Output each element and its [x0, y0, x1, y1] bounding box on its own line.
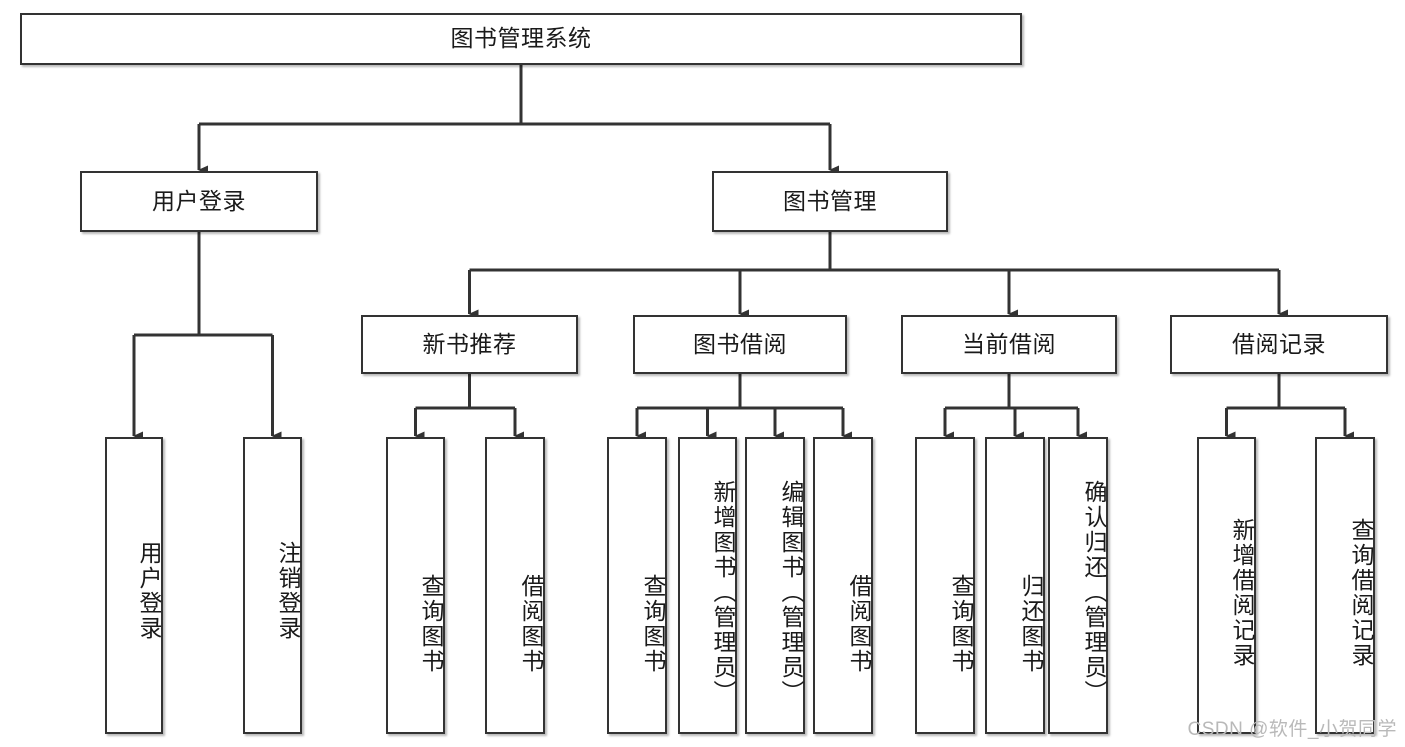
node-label: 新书推荐 — [422, 330, 517, 357]
node-label: 借阅图书 — [846, 573, 872, 674]
node-root[interactable]: 图书管理系统 — [20, 13, 1022, 65]
node-book-manage[interactable]: 图书管理 — [712, 171, 948, 232]
node-borrow-record[interactable]: 借阅记录 — [1170, 315, 1388, 374]
node-leaf-user-login[interactable]: 用户登录 — [105, 437, 163, 734]
node-leaf-query-record[interactable]: 查询借阅记录 — [1315, 437, 1375, 734]
node-leaf-user-logout[interactable]: 注销登录 — [243, 437, 302, 734]
node-label: 图书管理 — [783, 187, 877, 214]
node-leaf-return-book[interactable]: 归还图书 — [985, 437, 1045, 734]
node-label: 当前借阅 — [962, 330, 1056, 357]
node-label: 归还图书 — [1018, 573, 1044, 674]
node-label: 查询借阅记录 — [1348, 517, 1374, 668]
node-book-borrow[interactable]: 图书借阅 — [633, 315, 847, 374]
node-label: 用户登录 — [136, 540, 162, 641]
node-label: 用户登录 — [152, 187, 246, 214]
node-new-book-rec[interactable]: 新书推荐 — [361, 315, 578, 374]
node-label: 查询图书 — [640, 573, 666, 674]
watermark: CSDN @软件_小贺同学 — [1187, 719, 1397, 740]
node-leaf-query-book-bb[interactable]: 查询图书 — [607, 437, 667, 734]
node-label: 图书借阅 — [693, 330, 787, 357]
node-label: 查询图书 — [418, 573, 444, 674]
node-label: 图书管理系统 — [450, 25, 592, 52]
node-label: 新增图书（管理员） — [710, 480, 736, 705]
node-leaf-add-record[interactable]: 新增借阅记录 — [1197, 437, 1256, 734]
node-label: 编辑图书（管理员） — [778, 480, 804, 705]
node-leaf-add-book[interactable]: 新增图书（管理员） — [678, 437, 737, 734]
tree-connectors — [132, 65, 1354, 441]
node-leaf-query-book-rec[interactable]: 查询图书 — [386, 437, 445, 734]
node-label: 注销登录 — [275, 540, 301, 641]
node-leaf-edit-book[interactable]: 编辑图书（管理员） — [745, 437, 805, 734]
node-label: 借阅图书 — [518, 573, 544, 674]
node-leaf-confirm-return[interactable]: 确认归还（管理员） — [1048, 437, 1108, 734]
node-user-login[interactable]: 用户登录 — [80, 171, 318, 232]
node-label: 确认归还（管理员） — [1081, 480, 1107, 705]
node-label: 查询图书 — [948, 573, 974, 674]
node-current-borrow[interactable]: 当前借阅 — [901, 315, 1117, 374]
node-leaf-borrow-book-rec[interactable]: 借阅图书 — [485, 437, 545, 734]
node-leaf-borrow-book-bb[interactable]: 借阅图书 — [813, 437, 873, 734]
node-label: 借阅记录 — [1232, 330, 1326, 357]
node-leaf-query-book-cb[interactable]: 查询图书 — [915, 437, 975, 734]
node-label: 新增借阅记录 — [1229, 517, 1255, 668]
